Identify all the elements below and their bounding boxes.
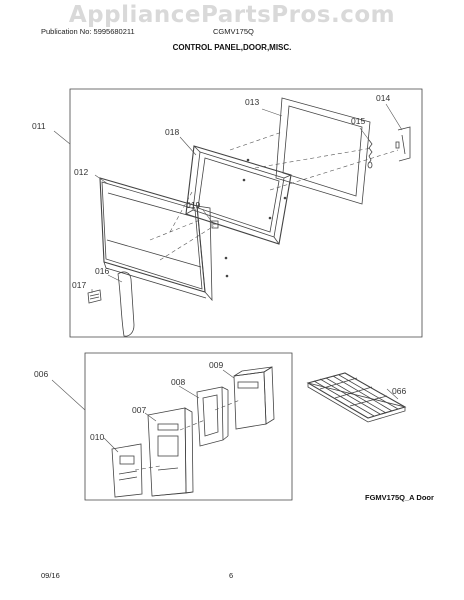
callout-018: 018	[165, 127, 179, 137]
callout-012: 012	[74, 167, 88, 177]
control-panel-frame	[84, 352, 293, 501]
part-010-control-overlay	[111, 443, 143, 498]
part-007-control-panel	[147, 407, 194, 497]
part-017-badge	[87, 289, 102, 304]
callout-006: 006	[34, 369, 48, 379]
callout-009: 009	[209, 360, 223, 370]
publication-number: Publication No: 5995680211	[41, 27, 135, 36]
part-012-door-panel	[99, 177, 213, 302]
callout-013: 013	[245, 97, 259, 107]
callout-019: 019	[186, 200, 200, 210]
callout-007: 007	[132, 405, 146, 415]
footer-page-number: 6	[229, 571, 234, 580]
part-013-door-seal	[275, 97, 371, 205]
part-008-control-bracket	[196, 386, 229, 447]
page-title: CONTROL PANEL,DOOR,MISC.	[172, 43, 292, 52]
callout-010: 010	[90, 432, 104, 442]
door-assembly-frame	[69, 88, 423, 338]
part-019-hinge-clip	[211, 220, 219, 229]
part-018-inner-door-frame	[185, 145, 292, 245]
callout-016: 016	[95, 266, 109, 276]
part-009-electronic-board	[233, 366, 275, 430]
callout-011: 011	[32, 121, 46, 131]
watermark: AppliancePartsPros.com	[68, 2, 396, 28]
part-014-latch-bracket	[395, 126, 411, 162]
footer-date: 09/16	[41, 571, 60, 580]
callout-008: 008	[171, 377, 185, 387]
part-016-door-handle	[117, 271, 135, 337]
part-015-latch-spring	[367, 139, 373, 169]
figure-caption: FGMV175Q_A Door	[365, 493, 434, 502]
screw-set	[224, 158, 287, 278]
model-number: CGMV175Q	[213, 27, 254, 36]
leader-011	[53, 130, 71, 145]
callout-017: 017	[72, 280, 86, 290]
callout-014: 014	[376, 93, 390, 103]
callout-015: 015	[351, 116, 365, 126]
callout-066: 066	[392, 386, 406, 396]
part-066-rack	[306, 372, 407, 423]
leader-006	[51, 379, 86, 411]
